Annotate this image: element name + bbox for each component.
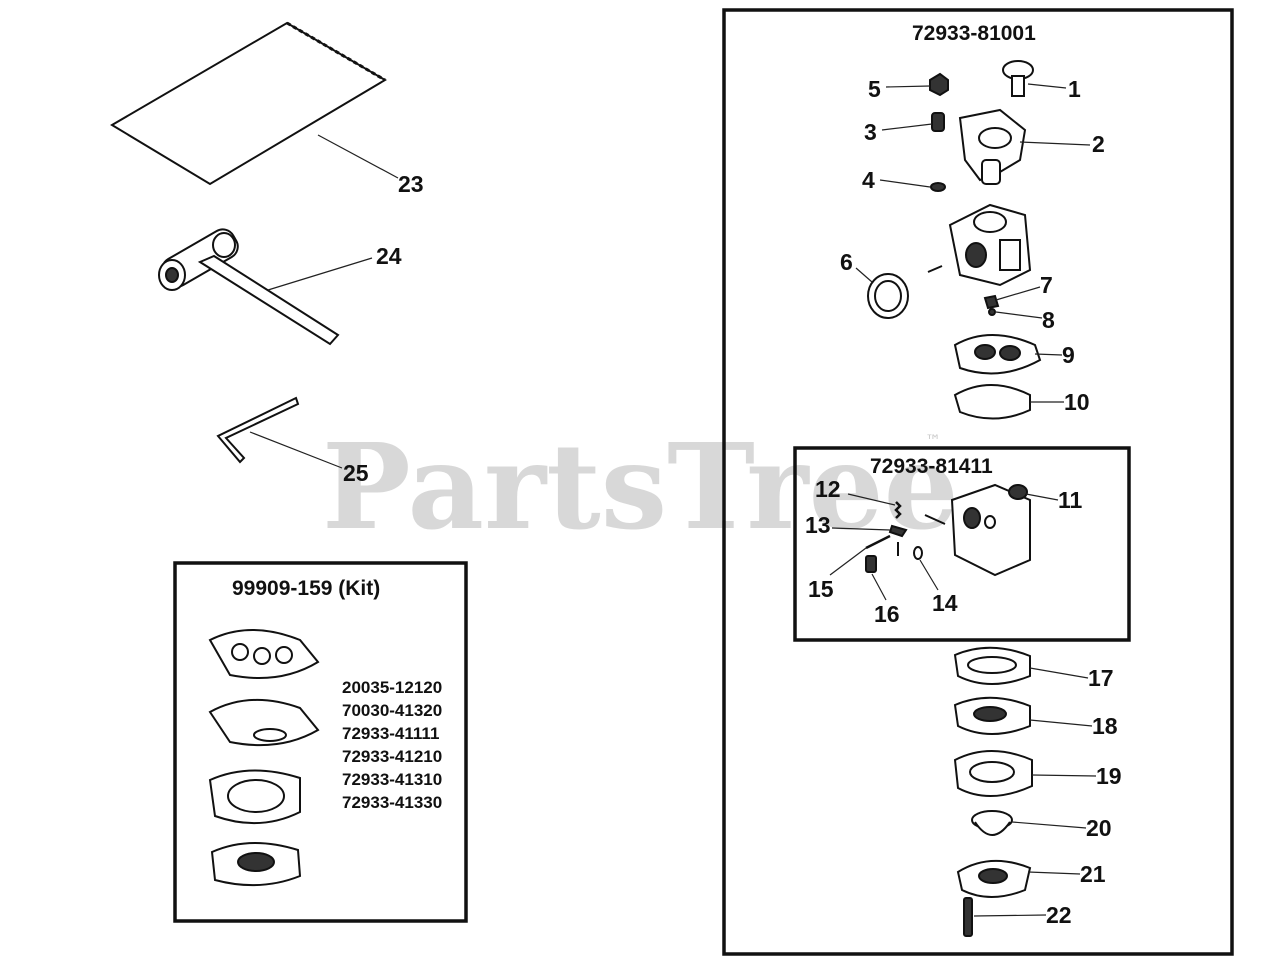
part-24-plug-wrench[interactable]: 24 — [158, 225, 402, 346]
callout-19[interactable]: 19 — [1096, 763, 1122, 789]
part-5-nut[interactable]: 5 — [868, 72, 949, 102]
part-1-screw[interactable]: 1 — [1002, 60, 1081, 102]
callout-22[interactable]: 22 — [1046, 902, 1072, 928]
part-4-spring[interactable]: 4 — [862, 167, 946, 193]
kit-part-4[interactable]: 72933-41210 — [342, 747, 442, 766]
callout-13[interactable]: 13 — [805, 512, 831, 538]
callout-6[interactable]: 6 — [840, 249, 853, 275]
part-6-ring[interactable]: 6 — [840, 249, 943, 319]
callout-23[interactable]: 23 — [398, 171, 424, 197]
callout-24[interactable]: 24 — [376, 243, 402, 269]
carburetor-body-part-number[interactable]: 72933-81411 — [870, 455, 993, 478]
part-3-fitting[interactable]: 3 — [864, 112, 945, 145]
callout-5[interactable]: 5 — [868, 76, 881, 102]
part-11-cap[interactable]: 11 — [1008, 484, 1083, 513]
part-14-pin[interactable]: 14 — [897, 542, 958, 616]
carburetor-body-box: 72933-81411 — [793, 446, 1131, 642]
callout-2[interactable]: 2 — [1092, 131, 1105, 157]
part-10-pump-diaphragm[interactable]: 10 — [953, 384, 1090, 420]
callout-9[interactable]: 9 — [1062, 342, 1075, 368]
kit-part-list: 20035-12120 70030-41320 72933-41111 7293… — [342, 678, 442, 812]
part-20-primer-bulb[interactable]: 20 — [971, 810, 1112, 841]
carburetor-part-number[interactable]: 72933-81001 — [912, 22, 1036, 45]
part-19-cover[interactable]: 19 — [953, 750, 1122, 797]
callout-18[interactable]: 18 — [1092, 713, 1118, 739]
callout-4[interactable]: 4 — [862, 167, 875, 193]
kit-gasket-2[interactable] — [208, 699, 320, 747]
part-9-gasket[interactable]: 9 — [953, 334, 1075, 375]
callout-11[interactable]: 11 — [1058, 487, 1083, 513]
callout-7[interactable]: 7 — [1040, 272, 1053, 298]
carburetor-assembly-box: 72933-81001 — [722, 8, 1234, 956]
part-25-hex-key[interactable]: 25 — [216, 396, 369, 486]
kit-gasket-3[interactable] — [208, 769, 301, 825]
part-17-gasket[interactable]: 17 — [953, 646, 1114, 691]
carburetor-body[interactable] — [948, 203, 1032, 287]
sub-carburetor-body[interactable] — [924, 483, 1031, 577]
part-12-spring[interactable]: 12 — [815, 476, 902, 519]
part-22-screw[interactable]: 22 — [963, 897, 1072, 937]
watermark: PartsTree ™ — [322, 417, 959, 556]
watermark-text: PartsTree — [322, 417, 959, 556]
watermark-trademark: ™ — [925, 431, 941, 450]
callout-21[interactable]: 21 — [1080, 861, 1106, 887]
kit-gasket-1[interactable] — [208, 629, 320, 680]
callout-10[interactable]: 10 — [1064, 389, 1090, 415]
callout-16[interactable]: 16 — [874, 601, 900, 627]
callout-1[interactable]: 1 — [1068, 76, 1081, 102]
part-15-lever[interactable]: 15 — [808, 534, 891, 602]
callout-3[interactable]: 3 — [864, 119, 877, 145]
kit-part-2[interactable]: 70030-41320 — [342, 701, 442, 720]
callout-8[interactable]: 8 — [1042, 307, 1055, 333]
part-2-carb-top[interactable]: 2 — [958, 108, 1105, 185]
part-8-pin[interactable]: 8 — [988, 307, 1055, 333]
callout-15[interactable]: 15 — [808, 576, 834, 602]
part-18-diaphragm[interactable]: 18 — [953, 696, 1118, 739]
part-21-retainer[interactable]: 21 — [956, 859, 1106, 898]
part-7-clip[interactable]: 7 — [983, 272, 1053, 310]
part-16-screw[interactable]: 16 — [865, 555, 900, 627]
callout-20[interactable]: 20 — [1086, 815, 1112, 841]
kit-part-1[interactable]: 20035-12120 — [342, 678, 442, 697]
callout-17[interactable]: 17 — [1088, 665, 1114, 691]
kit-box: 99909-159 (Kit) 20035-12120 70030-41320 … — [173, 561, 468, 923]
callout-25[interactable]: 25 — [343, 460, 369, 486]
kit-title: 99909-159 (Kit) — [232, 577, 380, 600]
kit-part-3[interactable]: 72933-41111 — [342, 724, 439, 743]
callout-12[interactable]: 12 — [815, 476, 841, 502]
part-23-manual[interactable]: 23 — [110, 21, 424, 197]
kit-part-6[interactable]: 72933-41330 — [342, 793, 442, 812]
part-13-needle[interactable]: 13 — [805, 512, 908, 538]
kit-part-5[interactable]: 72933-41310 — [342, 770, 442, 789]
callout-14[interactable]: 14 — [932, 590, 958, 616]
kit-diaphragm[interactable] — [210, 842, 302, 887]
